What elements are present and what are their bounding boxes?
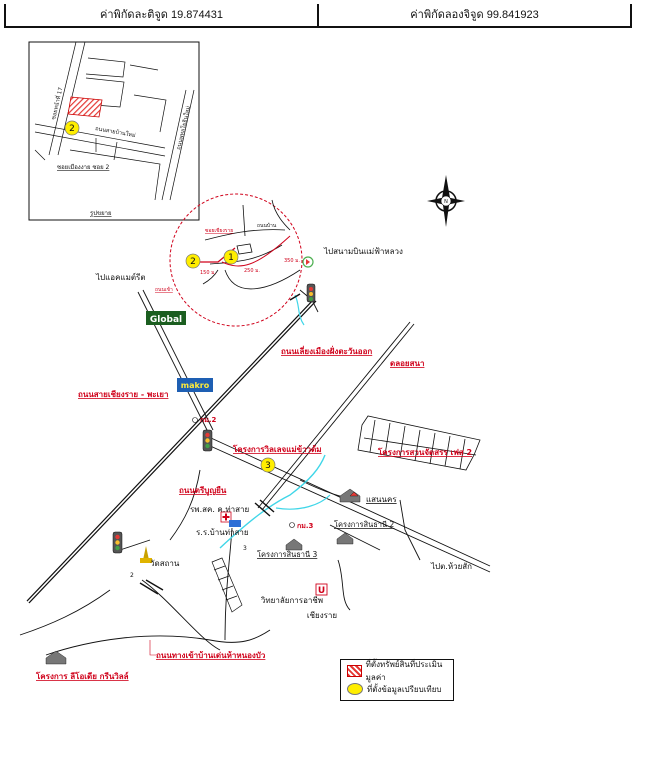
distance-a: 350 ม. — [284, 258, 300, 264]
label-to-airport: ไปสนามบินแม่ฟ้าหลวง — [323, 247, 403, 256]
km2-marker: กม.2 — [192, 416, 217, 424]
house-icons — [45, 488, 361, 665]
svg-text:U: U — [318, 586, 325, 596]
label-sinthani-2: โครงการสินธานี 2 — [334, 520, 395, 529]
inset-street-south: ซอยเมืองงาย ซอย 2 — [57, 163, 110, 171]
label-temple: วัดสถาน — [150, 559, 180, 568]
ring-label-a: ถนนบ้าน — [257, 222, 277, 229]
road-number-2: 2 — [130, 572, 134, 579]
ring-label-b: ซอยเชียงราย — [205, 227, 233, 234]
legend-comparable-label: ที่ตั้งข้อมูลเปรียบเทียบ — [367, 684, 442, 694]
distance-b: 250 ม. — [244, 268, 260, 274]
label-green-project: โครงการ ลีโอเดีย กรีนวิลล์ — [35, 671, 129, 681]
legend-row-subject: ที่ตั้งทรัพย์สินที่ประเมินมูลค่า — [347, 660, 453, 682]
legend-row-comparable: ที่ตั้งข้อมูลเปรียบเทียบ — [347, 680, 453, 698]
inset-marker-2: 2 — [69, 124, 75, 134]
local-roads — [19, 289, 491, 656]
label-school: ร.ร.บ้านท่าสาย — [196, 528, 249, 537]
hatch-swatch-icon — [347, 665, 362, 677]
school-icon — [229, 520, 241, 527]
label-to-huaysak: ไปต.ห้วยสัก — [430, 562, 472, 571]
label-village-project: โครงการวิลเลจแม่ข้าวต้ม — [232, 444, 322, 454]
temple-icon — [140, 546, 152, 563]
bridge-icons — [139, 293, 301, 595]
river — [219, 454, 326, 549]
label-sinthani-3: โครงการสินธานี 3 — [257, 550, 318, 559]
inset-title: รูปขยาย — [90, 210, 112, 217]
latitude-label: ค่าพิกัดละติจูด 19.874431 — [4, 4, 317, 26]
svg-text:N: N — [444, 199, 448, 205]
marker-1: 1 — [228, 253, 234, 263]
detail-area: 1 2 ถนนบ้าน ซอยเชียงราย ถนนเข้า 350 ม. 2… — [155, 193, 303, 327]
hospital-icon — [220, 511, 232, 523]
coordinates-bar: ค่าพิกัดละติจูด 19.874431 ค่าพิกัดลองจิจ… — [4, 4, 632, 28]
stream — [294, 294, 305, 326]
svg-text:กม.2: กม.2 — [200, 416, 217, 424]
label-college-2: เชียงราย — [307, 611, 337, 620]
label-chiangrai-phayao: ถนนสายเชียงราย - พะเยา — [78, 389, 168, 399]
makro-logo: makro — [177, 378, 213, 392]
college-icon: U — [315, 583, 328, 596]
yellow-dot-icon — [347, 683, 363, 695]
traffic-light-icon — [202, 429, 213, 452]
main-highway — [26, 298, 317, 604]
traffic-light-icon-2 — [112, 531, 123, 554]
gas-station-icon — [302, 256, 314, 268]
map-legend: ที่ตั้งทรัพย์สินที่ประเมินมูลค่า ที่ตั้ง… — [340, 659, 454, 701]
traffic-light-icon-3 — [306, 283, 316, 303]
marker-3: 3 — [265, 461, 271, 471]
svg-text:Global: Global — [150, 315, 182, 325]
km3-marker: กม.3 — [289, 522, 314, 530]
label-housing-project: โครงการสวนจัดสรร เฟส 2 — [377, 447, 472, 457]
housing-grid — [357, 415, 481, 471]
label-sanna: แสนนคร — [366, 495, 397, 504]
label-college: วิทยาลัยการอาชีพ — [260, 596, 323, 605]
label-to-left: ไปแอคแมต์รีต — [95, 272, 146, 282]
marker-2: 2 — [190, 257, 196, 267]
ring-label-c: ถนนเข้า — [155, 286, 173, 293]
legend-subject-label: ที่ตั้งทรัพย์สินที่ประเมินมูลค่า — [365, 660, 443, 682]
distance-c: 150 ม. — [200, 270, 216, 276]
svg-text:กม.3: กม.3 — [297, 522, 314, 530]
label-hospital: รพ.สค. ค.ท่าสาย — [190, 505, 249, 514]
river-branch — [275, 494, 331, 510]
label-school-road: ดลอยสนา — [390, 359, 424, 368]
housing-grid-south — [211, 557, 243, 613]
label-bangkok-road: ถนนตรีบูญยืน — [179, 485, 227, 496]
svg-text:makro: makro — [181, 381, 210, 390]
north-arrow-icon: N — [427, 175, 465, 227]
road-number-3: 3 — [243, 545, 247, 552]
inset-map: 2 ซอยหน้าที่ 17 ถนนพหลโยธินใหม่ ถนนสายบ้… — [28, 41, 200, 221]
longitude-label: ค่าพิกัดลองจิจูด 99.841923 — [317, 4, 632, 26]
global-house-logo: Global — [146, 311, 186, 325]
label-eastern-bypass: ถนนเลี่ยงเมืองฝั่งตะวันออก — [281, 345, 372, 356]
label-inner-road: ถนนทางเข้าบ้านเด่นห้าหนองบัว — [156, 650, 266, 660]
